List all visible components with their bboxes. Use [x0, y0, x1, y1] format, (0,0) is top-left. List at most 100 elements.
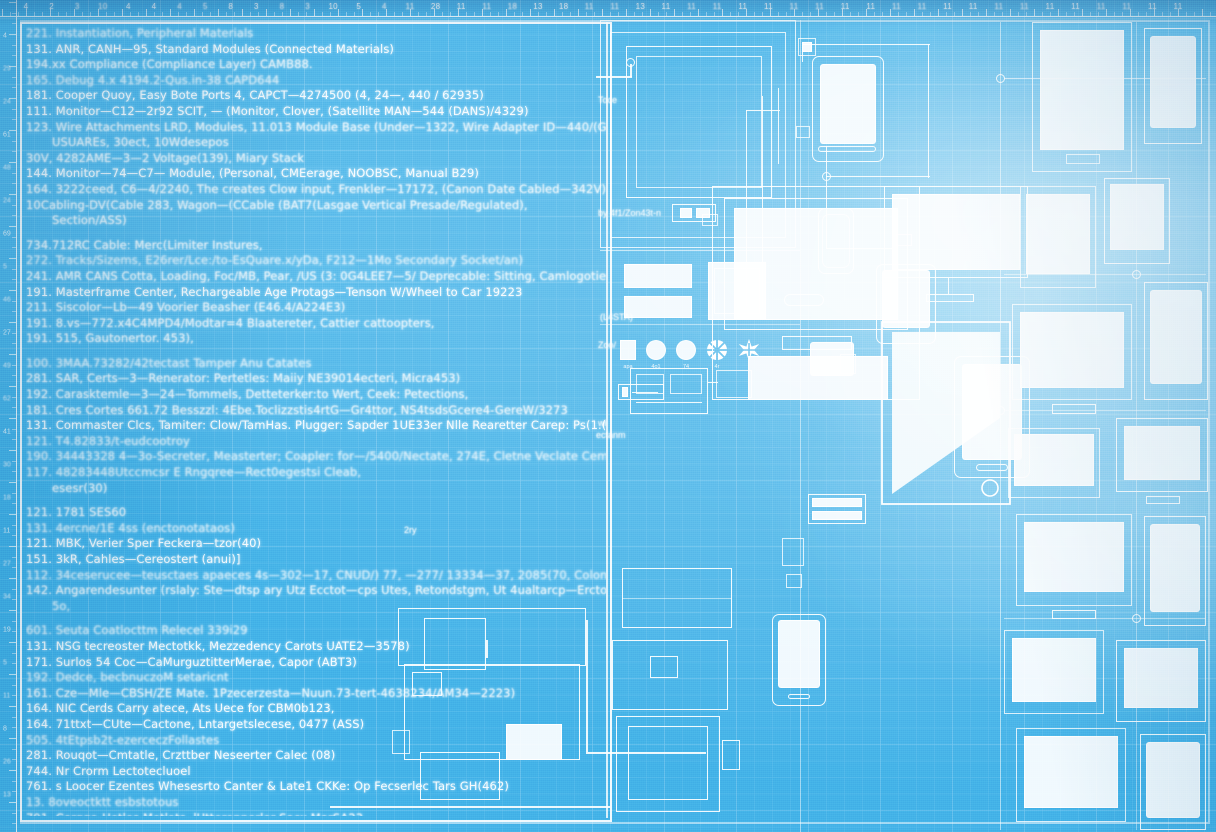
ruler-tick — [1090, 12, 1091, 16]
ruler-tick — [562, 12, 563, 16]
ruler-tick — [12, 503, 16, 505]
ruler-left-label: 41 — [3, 428, 11, 436]
ruler-top-label: 18 — [507, 2, 518, 11]
ruler-tick — [1202, 9, 1203, 16]
ruler-tick — [202, 12, 203, 16]
ruler-tick — [730, 12, 731, 16]
ruler-tick — [12, 620, 16, 622]
ruler-left-label: 46 — [3, 296, 11, 304]
ruler-left-label: 13 — [3, 791, 11, 799]
ruler-tick — [10, 12, 11, 16]
ruler-top-label: 4 — [382, 2, 387, 11]
ruler-tick — [12, 332, 16, 334]
spec-line: 5o, — [52, 598, 71, 613]
ruler-tick — [418, 12, 419, 16]
ruler-tick — [9, 354, 16, 355]
ruler-tick — [1002, 12, 1003, 16]
drawing-caption: by 4f1/Zon43t-n — [598, 208, 662, 218]
ruler-tick — [12, 23, 16, 25]
spec-line: 142. Angarendesunter (rslaly: Ste—dtsp a… — [26, 583, 606, 598]
ruler-tick — [266, 9, 267, 16]
ruler-tick — [922, 12, 923, 16]
ruler-top-label: 11 — [1019, 2, 1029, 11]
ruler-top-label: 8 — [228, 2, 234, 11]
ruler-top-label: 4 — [151, 2, 157, 11]
ruler-tick — [610, 12, 611, 16]
legend-symbol-circle-2 — [676, 340, 696, 360]
ruler-top-label: 11 — [994, 2, 1004, 11]
ruler-tick — [1018, 12, 1019, 16]
ruler-top-label: 11 — [712, 2, 722, 11]
ruler-top-label: 11 — [405, 2, 415, 11]
ruler-left-label: 26 — [3, 758, 11, 766]
ruler-top-label: 11 — [456, 2, 466, 11]
ruler-tick — [370, 12, 371, 16]
ruler-tick — [330, 12, 331, 16]
ruler-left-label: 24 — [3, 98, 11, 106]
ruler-top-label: 4 — [23, 2, 29, 11]
ruler-top-label: 11 — [763, 2, 773, 11]
ruler-tick — [9, 2, 16, 3]
spec-line: 191. 8.vs—772.x4C4MPD4/Modtar=4 Blaatere… — [26, 315, 435, 330]
ruler-tick — [9, 66, 16, 67]
ruler-top-label: 11 — [584, 2, 594, 11]
ruler-top-label: 11 — [917, 2, 927, 11]
ruler-tick — [930, 12, 931, 16]
spec-line: 123. Wire Attachments LRD, Modules, 11.0… — [26, 119, 606, 134]
ruler-tick — [442, 12, 443, 16]
ruler-top-label: 11 — [1122, 2, 1132, 11]
ruler-tick — [1050, 12, 1051, 16]
spec-line: esesr(30) — [52, 480, 108, 495]
ruler-tick — [12, 12, 16, 14]
ruler-tick — [12, 588, 16, 590]
ruler-tick — [9, 386, 16, 387]
ruler-tick — [9, 194, 16, 195]
ruler-top-label: 11 — [1045, 2, 1055, 11]
ruler-tick — [698, 9, 699, 16]
spec-line: 744. Nr Crorm Lectotecluoel — [26, 763, 191, 778]
ruler-tick — [290, 9, 291, 16]
ruler-tick — [410, 9, 411, 16]
ruler-top-label: 8 — [279, 2, 285, 11]
ruler-tick — [778, 12, 779, 16]
spec-gap — [26, 229, 606, 238]
ruler-tick — [490, 12, 491, 16]
legend-symbol-circle-1 — [646, 340, 666, 360]
ruler-tick — [9, 290, 16, 291]
ruler-tick — [9, 546, 16, 547]
ruler-top-label: 18 — [558, 2, 569, 11]
ruler-tick — [34, 12, 35, 16]
ruler-tick — [122, 9, 123, 16]
ruler-tick — [9, 674, 16, 675]
ruler-tick — [938, 9, 939, 16]
spec-line: 192. Carasktemle—3—24—Tommels, Detteterk… — [26, 387, 469, 402]
ruler-tick — [514, 12, 515, 16]
ruler-tick — [12, 439, 16, 441]
ruler-top-label: 13 — [533, 2, 543, 11]
ruler-tick — [1074, 12, 1075, 16]
ruler-tick — [1122, 12, 1123, 16]
ruler-tick — [12, 535, 16, 537]
ruler-tick — [98, 9, 99, 16]
ruler-tick — [12, 428, 16, 430]
ruler-tick — [578, 9, 579, 16]
ruler-tick — [314, 9, 315, 16]
ruler-tick — [26, 9, 27, 16]
ruler-tick — [338, 9, 339, 16]
ruler-tick — [9, 514, 16, 515]
ruler-tick — [210, 12, 211, 16]
ruler-top-label: 11 — [840, 2, 850, 11]
legend-label-2: 74 — [682, 364, 690, 370]
ruler-tick — [530, 9, 531, 16]
ruler-tick — [386, 9, 387, 16]
ruler-tick — [12, 119, 16, 121]
ruler-tick — [9, 770, 16, 771]
spec-line: 761. s Loocer Ezentes Whesesrto Canter &… — [26, 779, 509, 794]
spec-line: 131. NSG tecreoster Mectotkk, Mezzedency… — [26, 638, 410, 653]
spec-line: 131. 4ercne/1E 4ss (enctonotataos) — [26, 520, 235, 535]
ruler-tick — [12, 396, 16, 398]
ruler-tick — [706, 12, 707, 16]
ruler-tick — [762, 12, 763, 16]
ruler-tick — [522, 12, 523, 16]
